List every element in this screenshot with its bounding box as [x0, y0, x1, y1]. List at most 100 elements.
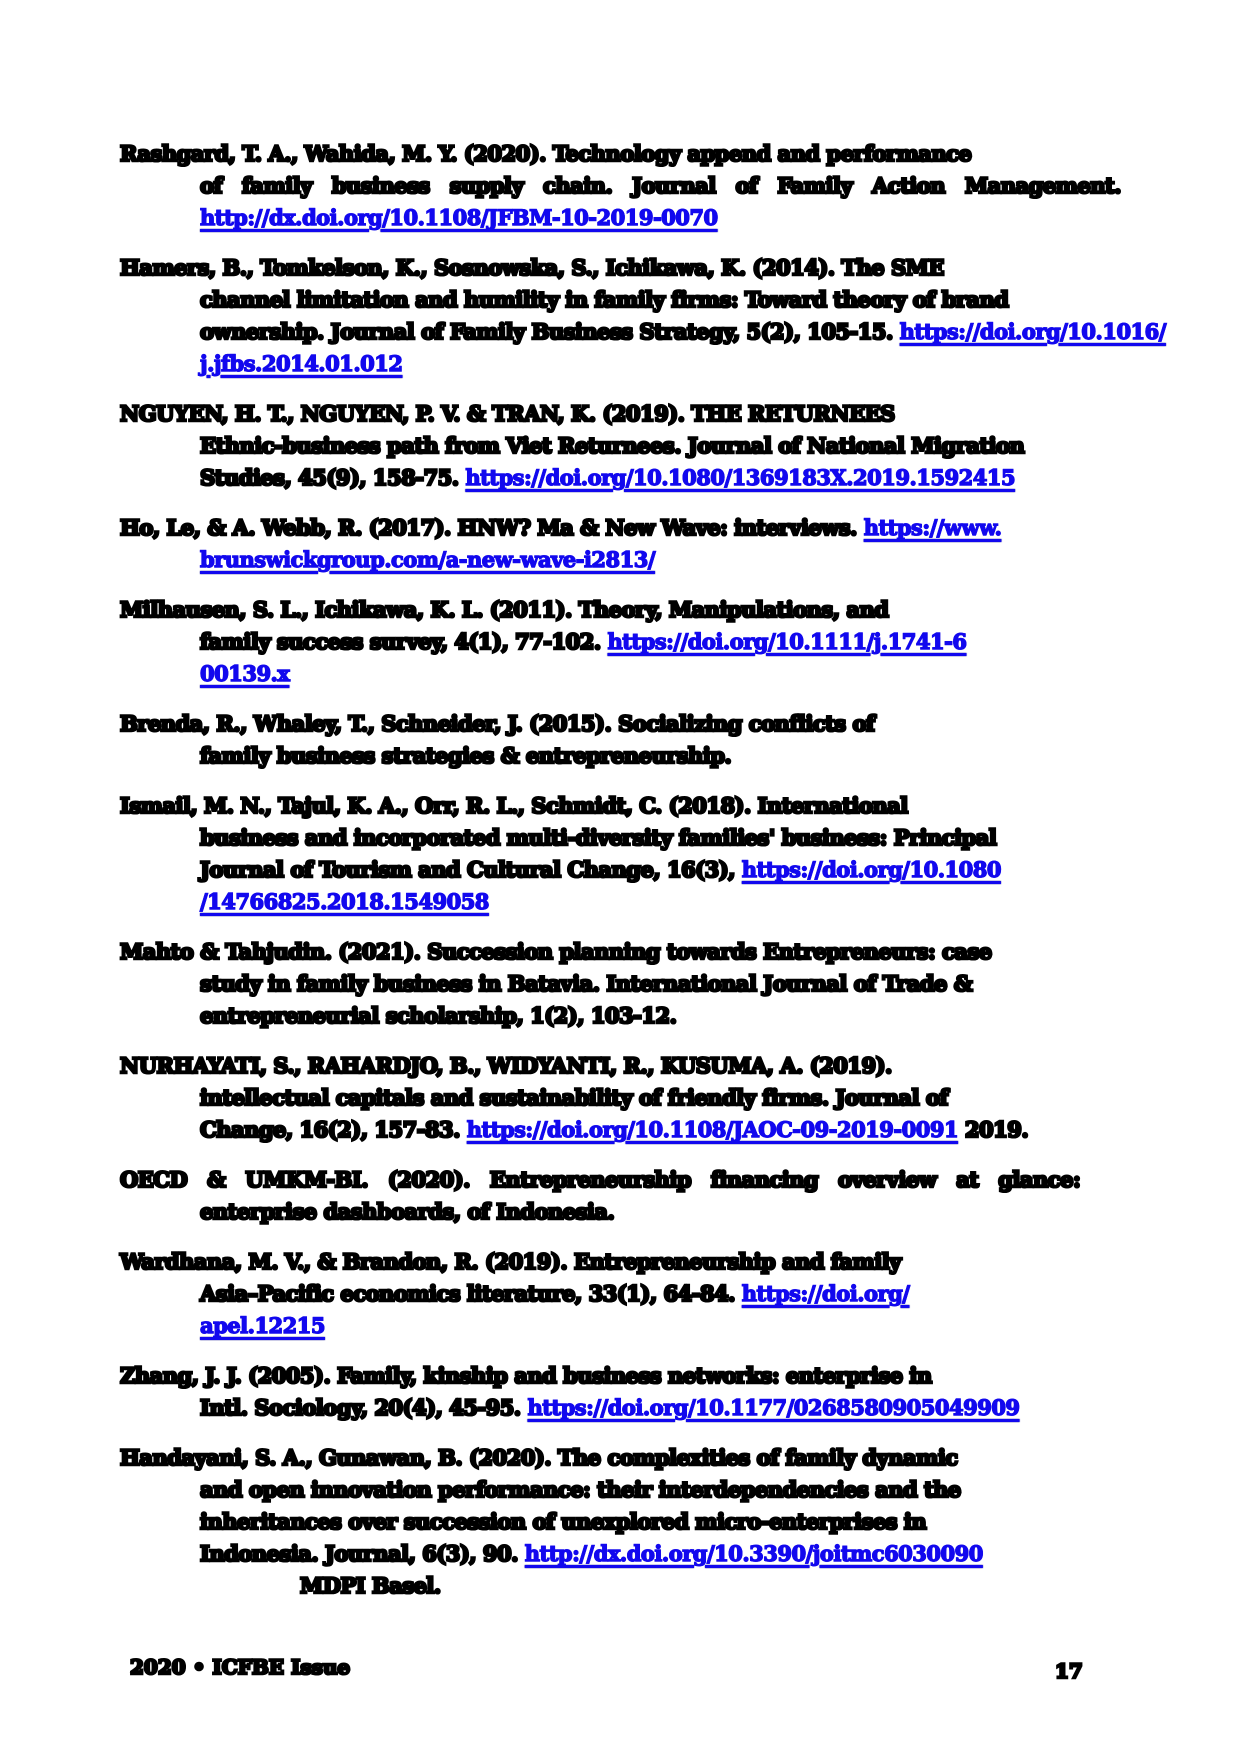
reference-text: MDPI Basel.: [299, 1572, 443, 1600]
reference-text: Rashgard, T. A., Wahida, M. Y. (2020). T…: [119, 140, 973, 168]
reference-line: family success survey, 4(1), 77-102. htt…: [199, 626, 1000, 658]
references-list: Rashgard, T. A., Wahida, M. Y. (2020). T…: [119, 138, 1167, 1620]
reference-line: channel limitation and humility in famil…: [199, 284, 1011, 316]
reference-text: study in family business in Batavia. Int…: [199, 970, 974, 998]
reference-text: Change, 16(2), 157-83.: [199, 1116, 467, 1144]
reference-text: channel limitation and humility in famil…: [199, 286, 1011, 314]
doi-link[interactable]: https://doi.org/10.1080/1369183X.2019.15…: [465, 464, 1016, 490]
reference-line: Zhang, J. J. (2005). Family, kinship and…: [119, 1360, 1000, 1392]
doi-link[interactable]: https://www.: [863, 514, 1002, 540]
page-footer: 2020 • ICFBE Issue 17: [0, 1650, 1240, 1686]
reference-text: Journal of Tourism and Cultural Change, …: [199, 856, 742, 884]
reference-text: Asia–Pacific economics literature, 33(1)…: [199, 1280, 742, 1308]
doi-link[interactable]: https://doi.org/10.1080: [741, 856, 1002, 882]
reference-line: study in family business in Batavia. Int…: [199, 968, 1000, 1000]
reference-text: Mahto & Tahjudin. (2021). Succession pla…: [119, 938, 994, 966]
reference-text: NGUYEN, H. T., NGUYEN, P. V. & TRAN, K. …: [119, 400, 897, 428]
reference-text: Ho, Le, & A. Webb, R. (2017). HNW? Ma & …: [119, 514, 864, 542]
reference-line: Mahto & Tahjudin. (2021). Succession pla…: [119, 936, 1000, 968]
reference-line: Milhausen, S. L., Ichikawa, K. L. (2011)…: [119, 594, 1000, 626]
reference-line: MDPI Basel.: [299, 1570, 1000, 1602]
reference-line: enterprise dashboards, of Indonesia.: [199, 1196, 1000, 1228]
reference-entry: OECD & UMKM-BI. (2020). Entrepreneurship…: [119, 1164, 1082, 1228]
reference-text: Zhang, J. J. (2005). Family, kinship and…: [119, 1362, 934, 1390]
reference-line: Indonesia. Journal, 6(3), 90. http://dx.…: [199, 1538, 1000, 1570]
reference-line: Intl. Sociology, 20(4), 45-95. https://d…: [199, 1392, 1021, 1424]
reference-entry: NURHAYATI, S., RAHARDJO, B., WIDYANTI, R…: [119, 1050, 1030, 1146]
reference-text: family success survey, 4(1), 77-102.: [199, 628, 608, 656]
reference-line: business and incorporated multi-diversit…: [199, 822, 1000, 854]
reference-text: business and incorporated multi-diversit…: [199, 824, 998, 852]
reference-text: ownership. Journal of Family Business St…: [199, 318, 900, 346]
reference-line: Ho, Le, & A. Webb, R. (2017). HNW? Ma & …: [119, 512, 1003, 544]
doi-link[interactable]: http://dx.doi.org/10.1108/JFBM-10-2019-0…: [199, 204, 718, 230]
reference-line: inheritances over succession of unexplor…: [199, 1506, 1000, 1538]
reference-line: and open innovation performance: their i…: [199, 1474, 1000, 1506]
reference-line: entrepreneurial scholarship, 1(2), 103-1…: [199, 1000, 1000, 1032]
reference-line: brunswickgroup.com/a-new-wave-i2813/: [199, 544, 1000, 576]
doi-link[interactable]: https://doi.org/: [741, 1280, 910, 1306]
reference-entry: Hamers, B., Tomkelson, K., Sosnowska, S.…: [119, 252, 1167, 380]
reference-text: family business strategies & entrepreneu…: [199, 742, 733, 770]
doi-link[interactable]: http://dx.doi.org/10.3390/joitmc6030090: [524, 1540, 984, 1566]
doi-link[interactable]: /14766825.2018.1549058: [199, 888, 490, 914]
doi-link[interactable]: https://doi.org/10.1177/0268580905049909: [527, 1394, 1021, 1420]
reference-text: Ismail, M. N., Tajul, K. A., Orr, R. L.,…: [119, 792, 910, 820]
reference-text: Intl. Sociology, 20(4), 45-95.: [199, 1394, 528, 1422]
doi-link[interactable]: https://doi.org/10.1111/j.1741-6: [607, 628, 968, 654]
reference-line: Wardhana, M. V., & Brandon, R. (2019). E…: [119, 1246, 1000, 1278]
reference-line: intellectual capitals and sustainability…: [199, 1082, 1000, 1114]
reference-entry: Ismail, M. N., Tajul, K. A., Orr, R. L.,…: [119, 790, 1002, 918]
reference-text: Milhausen, S. L., Ichikawa, K. L. (2011)…: [119, 596, 891, 624]
reference-line: family business strategies & entrepreneu…: [199, 740, 1000, 772]
reference-text: Handayani, S. A., Gunawan, B. (2020). Th…: [119, 1444, 960, 1472]
reference-entry: Ho, Le, & A. Webb, R. (2017). HNW? Ma & …: [119, 512, 1003, 576]
reference-line: Rashgard, T. A., Wahida, M. Y. (2020). T…: [119, 138, 1000, 170]
doi-link[interactable]: 00139.x: [199, 660, 290, 686]
reference-text: intellectual capitals and sustainability…: [199, 1084, 950, 1112]
reference-line: Ismail, M. N., Tajul, K. A., Orr, R. L.,…: [119, 790, 1000, 822]
reference-text: OECD & UMKM-BI. (2020). Entrepreneurship…: [119, 1166, 1082, 1194]
reference-text: Studies, 45(9), 158-75.: [199, 464, 466, 492]
reference-line: Brenda, R., Whaley, T., Schneider, J. (2…: [119, 708, 1000, 740]
reference-text: of family business supply chain. Journal…: [199, 172, 1123, 200]
reference-line: Journal of Tourism and Cultural Change, …: [199, 854, 1002, 886]
reference-entry: Handayani, S. A., Gunawan, B. (2020). Th…: [119, 1442, 1000, 1602]
doi-link[interactable]: https://doi.org/10.1108/JAOC-09-2019-009…: [466, 1116, 959, 1142]
reference-entry: Milhausen, S. L., Ichikawa, K. L. (2011)…: [119, 594, 1000, 690]
reference-text: entrepreneurial scholarship, 1(2), 103-1…: [199, 1002, 679, 1030]
reference-line: http://dx.doi.org/10.1108/JFBM-10-2019-0…: [199, 202, 1000, 234]
reference-text: NURHAYATI, S., RAHARDJO, B., WIDYANTI, R…: [119, 1052, 894, 1080]
reference-entry: Mahto & Tahjudin. (2021). Succession pla…: [119, 936, 1000, 1032]
doi-link[interactable]: https://doi.org/10.1016/: [899, 318, 1167, 344]
reference-line: of family business supply chain. Journal…: [199, 170, 1123, 202]
reference-line: NURHAYATI, S., RAHARDJO, B., WIDYANTI, R…: [119, 1050, 1000, 1082]
reference-line: OECD & UMKM-BI. (2020). Entrepreneurship…: [119, 1164, 1082, 1196]
reference-text: Hamers, B., Tomkelson, K., Sosnowska, S.…: [119, 254, 946, 282]
reference-line: Hamers, B., Tomkelson, K., Sosnowska, S.…: [119, 252, 1000, 284]
reference-line: Change, 16(2), 157-83. https://doi.org/1…: [199, 1114, 1030, 1146]
reference-line: Ethnic-business path from Viet Returnees…: [199, 430, 1026, 462]
reference-line: ownership. Journal of Family Business St…: [199, 316, 1167, 348]
page-number: 17: [1054, 1658, 1084, 1685]
reference-line: 00139.x: [199, 658, 1000, 690]
doi-link[interactable]: apel.12215: [199, 1312, 326, 1338]
reference-line: Handayani, S. A., Gunawan, B. (2020). Th…: [119, 1442, 1000, 1474]
reference-line: apel.12215: [199, 1310, 1000, 1342]
reference-text: and open innovation performance: their i…: [199, 1476, 963, 1504]
footer-running-title: 2020 • ICFBE Issue: [129, 1654, 352, 1681]
reference-line: j.jfbs.2014.01.012: [199, 348, 1000, 380]
reference-entry: NGUYEN, H. T., NGUYEN, P. V. & TRAN, K. …: [119, 398, 1026, 494]
doi-link[interactable]: brunswickgroup.com/a-new-wave-i2813/: [199, 546, 656, 572]
doi-link[interactable]: j.jfbs.2014.01.012: [199, 350, 403, 376]
reference-text: 2019.: [958, 1116, 1030, 1144]
reference-entry: Rashgard, T. A., Wahida, M. Y. (2020). T…: [119, 138, 1123, 234]
reference-text: Wardhana, M. V., & Brandon, R. (2019). E…: [119, 1248, 903, 1276]
reference-line: Asia–Pacific economics literature, 33(1)…: [199, 1278, 1000, 1310]
reference-line: /14766825.2018.1549058: [199, 886, 1000, 918]
reference-text: Indonesia. Journal, 6(3), 90.: [199, 1540, 525, 1568]
reference-entry: Zhang, J. J. (2005). Family, kinship and…: [119, 1360, 1021, 1424]
reference-entry: Brenda, R., Whaley, T., Schneider, J. (2…: [119, 708, 1000, 772]
reference-line: NGUYEN, H. T., NGUYEN, P. V. & TRAN, K. …: [119, 398, 1000, 430]
